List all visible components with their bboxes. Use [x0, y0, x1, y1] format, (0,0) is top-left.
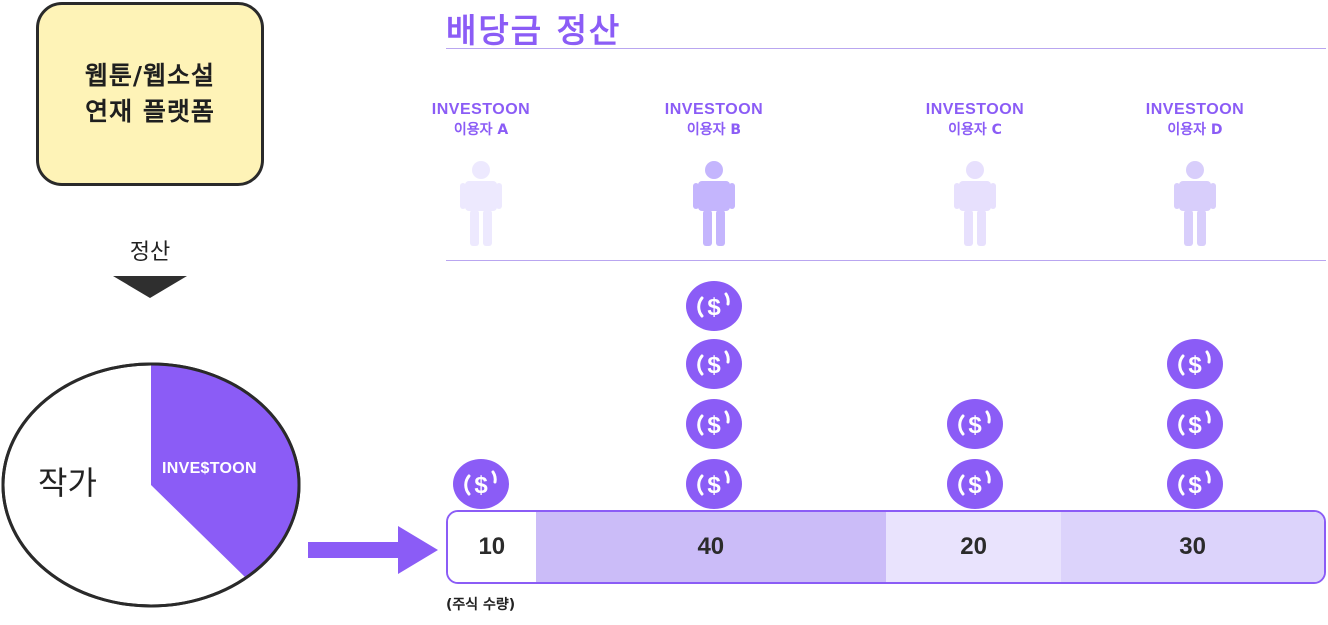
shares-segment-b: 40 — [535, 512, 886, 582]
dollar-coin-icon: $ — [947, 459, 1003, 509]
svg-text:$: $ — [707, 352, 721, 379]
user-column: INVESTOON 이용자 A — [401, 100, 561, 140]
platform-line2: 연재 플랫폼 — [85, 97, 215, 126]
users-divider — [446, 260, 1326, 261]
user-column: INVESTOON 이용자 D — [1115, 100, 1275, 140]
shares-note: (주식 수량) — [446, 597, 516, 613]
platform-box: 웹툰/웹소설 연재 플랫폼 — [36, 2, 264, 186]
person-icon — [693, 161, 735, 246]
svg-text:$: $ — [707, 412, 721, 439]
down-arrow-icon — [113, 276, 187, 298]
user-column: INVESTOON 이용자 B — [634, 100, 794, 140]
svg-text:$: $ — [707, 294, 721, 321]
shares-segment-c: 20 — [886, 512, 1062, 582]
person-icon — [1174, 161, 1216, 246]
settle-label: 정산 — [129, 240, 171, 265]
svg-text:$: $ — [1188, 412, 1202, 439]
dollar-coin-icon: $ — [1167, 459, 1223, 509]
user-name: 이용자 C — [948, 122, 1002, 138]
svg-text:$: $ — [968, 472, 982, 499]
person-icon — [460, 161, 502, 246]
shares-segment-a: 10 — [448, 512, 536, 582]
dollar-coin-icon: $ — [1167, 339, 1223, 389]
person-icon — [954, 161, 996, 246]
investoon-logo: INVE$TOON — [162, 460, 257, 477]
user-brand: INVESTOON — [925, 101, 1025, 118]
user-name: 이용자 D — [1167, 122, 1223, 138]
shares-segment-d: 30 — [1061, 512, 1324, 582]
dollar-coin-icon: $ — [686, 281, 742, 331]
svg-text:$: $ — [968, 412, 982, 439]
svg-text:$: $ — [474, 472, 488, 499]
user-name: 이용자 B — [686, 122, 742, 138]
right-arrow-icon — [308, 542, 408, 558]
svg-text:$: $ — [1188, 472, 1202, 499]
author-label: 작가 — [38, 464, 97, 502]
pie-investoon-slice — [151, 363, 300, 578]
shares-bar: 10 40 20 30 — [446, 510, 1326, 584]
dollar-coin-icon: $ — [686, 459, 742, 509]
title-divider — [446, 48, 1326, 49]
user-column: INVESTOON 이용자 C — [895, 100, 1055, 140]
user-brand: INVESTOON — [1145, 101, 1245, 118]
page-title: 배당금 정산 — [446, 11, 622, 50]
dollar-coin-icon: $ — [947, 399, 1003, 449]
user-name: 이용자 A — [453, 122, 509, 138]
dollar-coin-icon: $ — [1167, 399, 1223, 449]
dollar-coin-icon: $ — [686, 399, 742, 449]
dollar-coin-icon: $ — [453, 459, 509, 509]
user-brand: INVESTOON — [664, 101, 764, 118]
user-brand: INVESTOON — [431, 101, 531, 118]
dollar-coin-icon: $ — [686, 339, 742, 389]
right-arrow-head-icon — [398, 526, 438, 574]
platform-line1: 웹툰/웹소설 — [84, 61, 216, 90]
distribution-pie — [1, 362, 301, 608]
svg-text:$: $ — [707, 472, 721, 499]
svg-text:$: $ — [1188, 352, 1202, 379]
